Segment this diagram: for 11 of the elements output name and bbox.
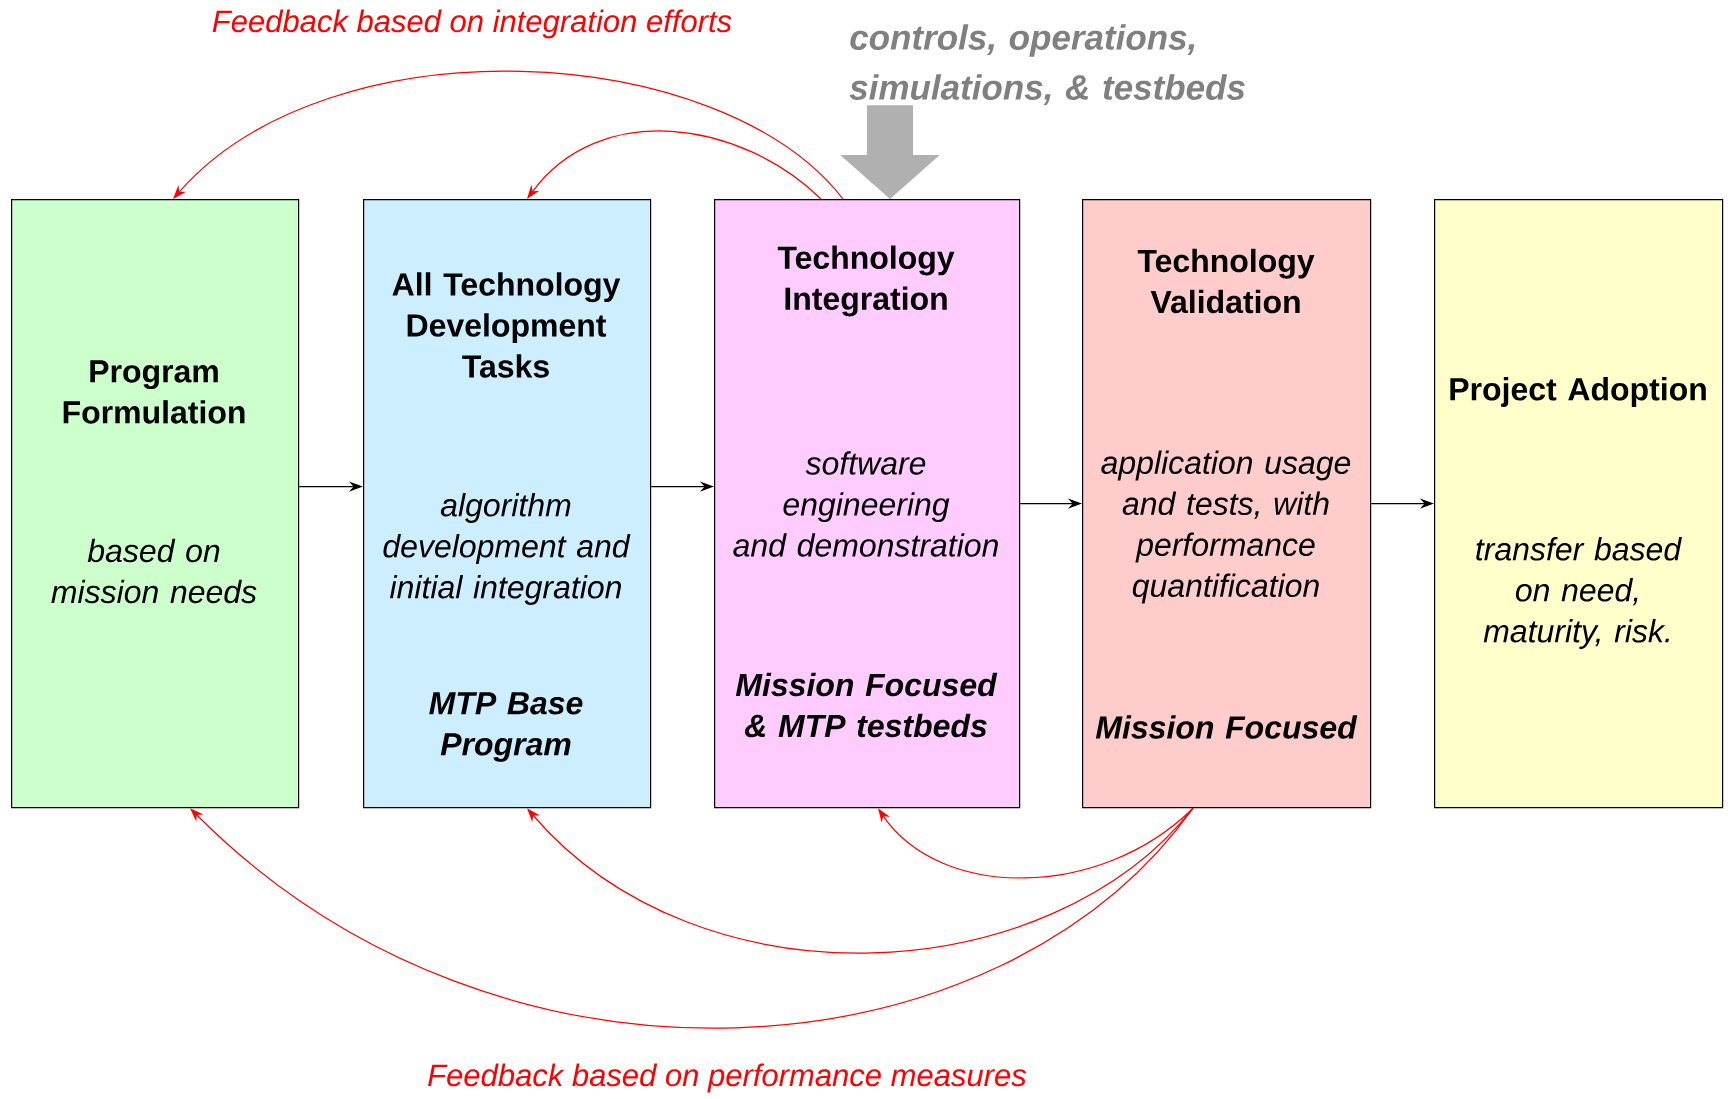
feedback-arrow	[527, 130, 822, 200]
feedback-label: Feedback based on integration efforts	[212, 9, 732, 39]
stage-box: Program Formulation based on mission needs	[11, 199, 300, 809]
feedback-label: Feedback based on performance measures	[428, 1063, 1027, 1093]
input-text: controls, operations, simulations, & testbeds	[849, 24, 1245, 105]
feedback-arrow	[173, 70, 844, 200]
feedback-arrow	[190, 807, 1194, 1029]
stage-box: All Technology Development Tasks algorithm development and initial integration MTP Base Program	[363, 199, 652, 809]
stage-box: Technology Validation application usage and tests, with performance quantification Mission Focused	[1082, 199, 1372, 809]
stage-box: Project Adoption transfer based on need, maturity, risk.	[1434, 199, 1724, 809]
stage-box: Technology Integration software engineering and demonstration Mission Focused & MTP testbeds	[714, 199, 1021, 809]
